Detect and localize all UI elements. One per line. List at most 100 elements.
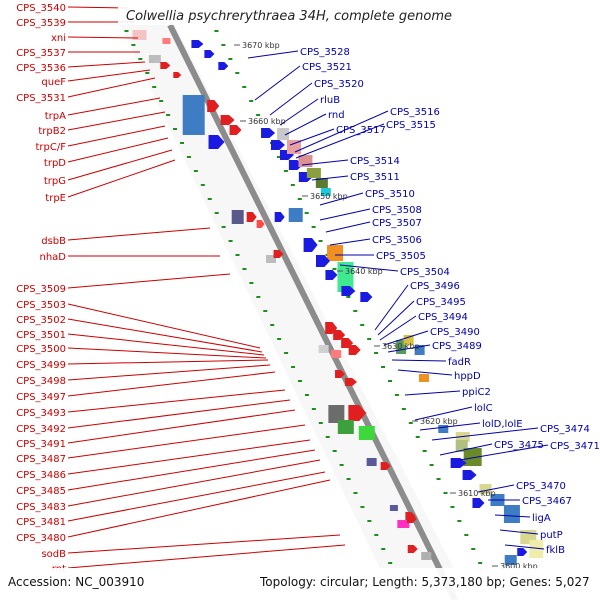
leader-line-left <box>67 439 311 475</box>
leader-line-right <box>431 427 539 441</box>
gene-arrow <box>207 100 220 112</box>
right-gene-label: CPS_3510 <box>365 189 415 200</box>
right-gene-label: CPS_3470 <box>516 481 566 492</box>
right-gene-label: CPS_3506 <box>372 235 422 246</box>
left-gene-label: queF <box>41 77 66 88</box>
ruler-dot <box>408 422 413 424</box>
ruler-dot <box>221 44 226 46</box>
right-gene-label: CPS_3474 <box>540 424 590 435</box>
leader-line-right <box>397 369 453 376</box>
ruler-dot <box>311 226 316 228</box>
gene-arrow <box>450 458 467 468</box>
ruler-dot <box>422 450 427 452</box>
gene-arrow <box>517 548 528 556</box>
gene-block <box>148 55 161 63</box>
leader-line-left <box>67 273 231 289</box>
leader-line-right <box>387 344 431 353</box>
gene-arrow <box>256 220 265 228</box>
right-gene-label: CPS_3517 <box>336 125 386 136</box>
leader-line-right <box>459 444 549 461</box>
gene-arrow <box>406 515 417 523</box>
leader-line-left <box>67 159 176 198</box>
right-gene-label: CPS_3495 <box>416 297 466 308</box>
gene-arrow <box>325 270 338 280</box>
gene-arrow <box>273 250 284 258</box>
gene-block <box>298 155 313 167</box>
leader-line-right <box>301 159 349 166</box>
ruler-dot <box>221 226 226 228</box>
gene-arrow <box>360 292 373 302</box>
ruler-dot <box>166 114 171 116</box>
ruler-dot <box>291 366 296 368</box>
ruler-dot <box>325 436 330 438</box>
gene-arrow <box>204 50 215 58</box>
leader-line-left <box>67 149 173 181</box>
ruler-dot <box>318 422 323 424</box>
right-gene-label: CPS_3490 <box>430 327 480 338</box>
left-gene-label: CPS_3483 <box>16 502 66 513</box>
ruler-dot <box>443 492 448 494</box>
gene-arrow <box>208 135 225 149</box>
ruler-dot <box>207 198 212 200</box>
gene-arrow <box>316 255 331 267</box>
map-title: Colwellia psychrerythraea 34H, complete … <box>126 9 452 24</box>
gene-arrow <box>341 286 356 296</box>
ruler-dot <box>179 142 184 144</box>
leader-line-left <box>67 61 146 68</box>
ruler-dot <box>360 506 365 508</box>
right-gene-label: CPS_3475 <box>494 440 544 451</box>
gene-arrow <box>229 125 242 135</box>
ruler-dot <box>464 534 469 536</box>
ruler-dot <box>367 520 372 522</box>
ruler-dot <box>387 380 392 382</box>
ruler-dot <box>193 170 198 172</box>
leader-line-right <box>279 98 319 126</box>
kbp-tick-label: 3600 kbp <box>500 562 538 571</box>
leader-line-right <box>419 422 481 431</box>
ruler-dot <box>478 562 483 564</box>
gene-block <box>503 505 520 523</box>
leader-line-right <box>319 192 364 206</box>
leader-line-right <box>247 50 299 59</box>
leader-line-left <box>67 125 166 147</box>
gene-block <box>182 95 205 135</box>
left-gene-label: CPS_3481 <box>16 517 66 528</box>
ruler-dot <box>214 30 219 32</box>
gene-arrow <box>344 378 357 386</box>
left-gene-label: CPS_3536 <box>16 63 66 74</box>
leader-line-left <box>67 318 263 353</box>
ruler-dot <box>214 212 219 214</box>
leader-line-left <box>67 97 161 116</box>
gene-block <box>396 340 407 354</box>
left-gene-label: CPS_3539 <box>16 18 66 29</box>
right-gene-label: CPS_3516 <box>390 107 440 118</box>
kbp-tick-label: 3620 kbp <box>420 417 458 426</box>
leader-line-right <box>404 390 461 396</box>
left-gene-label: trpG <box>44 176 66 187</box>
gene-arrow <box>160 62 171 69</box>
left-gene-label: CPS_3499 <box>16 360 66 371</box>
ruler-dot <box>429 464 434 466</box>
leader-line-right <box>374 284 409 331</box>
ruler-dot <box>186 156 191 158</box>
ruler-dot <box>297 380 302 382</box>
left-gene-label: nhaD <box>39 252 66 263</box>
gene-block <box>315 178 328 188</box>
kbp-tick-label: 3610 kbp <box>458 489 496 498</box>
gene-block <box>366 458 377 466</box>
ruler-dot <box>415 436 420 438</box>
ruler-dot <box>450 506 455 508</box>
right-gene-label: rluB <box>320 95 340 106</box>
leader-line-right <box>295 123 385 159</box>
left-gene-label: trpA <box>45 111 66 122</box>
gene-arrow <box>218 62 229 70</box>
ruler-dot <box>381 548 386 550</box>
left-gene-label: CPS_3485 <box>16 486 66 497</box>
ruler-dot <box>131 44 136 46</box>
ruler-dot <box>249 282 254 284</box>
ruler-dot <box>346 478 351 480</box>
left-gene-label: trpB2 <box>38 126 66 137</box>
leader-line-left <box>67 409 296 444</box>
ruler-dot <box>401 408 406 410</box>
gene-block <box>132 30 147 40</box>
